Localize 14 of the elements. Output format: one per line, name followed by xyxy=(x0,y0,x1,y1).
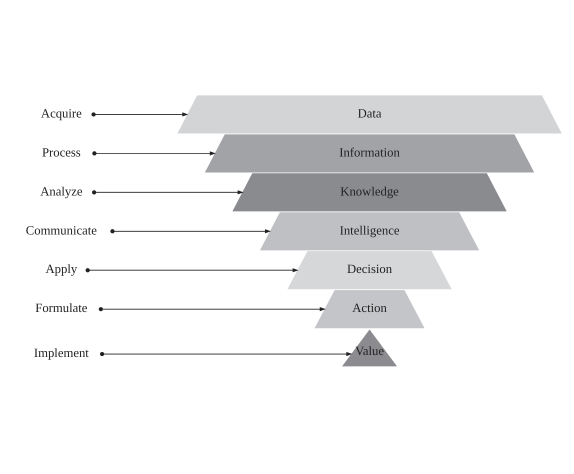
arrow xyxy=(100,352,352,356)
arrow xyxy=(92,151,216,156)
arrow xyxy=(86,268,299,272)
arrow xyxy=(92,190,244,194)
node-text: Apply xyxy=(45,262,78,276)
arrow xyxy=(98,307,326,312)
arrow xyxy=(110,229,271,234)
node-text: Process xyxy=(42,145,81,160)
node-text: Acquire xyxy=(40,106,82,120)
node-text: Implement xyxy=(34,346,89,360)
node-text: Formulate xyxy=(35,301,88,316)
node-text: Communicate xyxy=(26,223,97,238)
node-text: Analyze xyxy=(40,184,82,198)
arrow xyxy=(91,112,188,117)
